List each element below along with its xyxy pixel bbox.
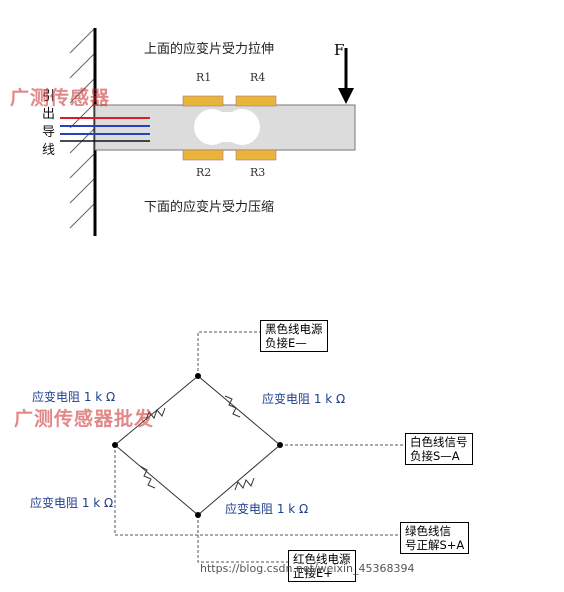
resistor-label-top-right: 应变电阻 1 k Ω	[262, 392, 346, 406]
lead-char-1: 引	[42, 89, 56, 104]
white-wire-line1: 白色线信号	[410, 435, 468, 449]
tension-label: 上面的应变片受力拉伸	[144, 42, 275, 57]
wiring	[114, 331, 405, 563]
green-wire-line2: 号正解S+A	[405, 538, 465, 552]
compression-label: 下面的应变片受力压缩	[144, 200, 275, 215]
wheatstone-bridge-diagram	[112, 331, 405, 563]
node-right	[277, 442, 283, 448]
watermark-bottom: 广测传感器批发	[14, 408, 155, 430]
wall-hatching	[69, 27, 96, 229]
strain-gauge-r2	[182, 149, 224, 161]
black-wire-line1: 黑色线电源	[265, 322, 323, 336]
force-arrow-head	[338, 88, 354, 104]
red-wire-line1: 红色线电源	[293, 552, 351, 566]
resistor-label-bottom-left: 应变电阻 1 k Ω	[30, 496, 114, 510]
strain-gauge-r4	[235, 95, 277, 107]
green-wire-box: 绿色线信 号正解S+A	[400, 522, 470, 554]
lead-char-2: 出	[42, 107, 56, 122]
strain-gauge-r3	[235, 149, 277, 161]
resistor-zigzag-tl	[145, 407, 166, 421]
resistor-label-r3: R3	[250, 166, 266, 179]
cantilever-beam-diagram	[60, 27, 356, 236]
black-wire-line2: 负接E—	[265, 336, 307, 350]
resistor-zigzag-bl	[139, 465, 156, 489]
resistor-label-bottom-right: 应变电阻 1 k Ω	[225, 502, 309, 516]
black-wire-box: 黑色线电源 负接E—	[260, 320, 328, 352]
red-wire-line2: 正接E+	[293, 566, 333, 580]
lead-char-3: 导	[42, 125, 56, 140]
node-bottom	[195, 512, 201, 518]
white-wire-box: 白色线信号 负接S—A	[405, 433, 473, 465]
lead-wire-label: 引 出 导 线	[42, 88, 55, 160]
resistor-label-r4: R4	[250, 71, 266, 84]
node-left	[112, 442, 118, 448]
resistor-zigzag-br	[234, 477, 255, 491]
bridge-panel: 黑色线电源 负接E— 白色线信号 负接S—A 绿色线信 号正解S+A 红色线电源…	[14, 300, 560, 588]
resistor-label-r2: R2	[196, 166, 212, 179]
resistor-label-top-left: 应变电阻 1 k Ω	[32, 390, 116, 404]
bridge	[114, 375, 281, 516]
strain-gauge-r1	[182, 95, 224, 107]
lead-char-4: 线	[42, 143, 56, 158]
top-panel: 上面的应变片受力拉伸 下面的应变片受力压缩 F R1 R4 R2 R3 引 出 …	[10, 8, 370, 238]
resistor-label-r1: R1	[196, 71, 212, 84]
footer-url: https://blog.csdn.net/weixin_45368394	[200, 562, 415, 575]
red-wire-box: 红色线电源 正接E+	[288, 550, 356, 582]
force-label: F	[334, 41, 345, 59]
resistor-zigzag-tr	[224, 395, 241, 418]
green-wire-line1: 绿色线信	[405, 524, 451, 538]
white-wire-line2: 负接S—A	[410, 449, 460, 463]
watermark-top: 广测传感器	[10, 87, 111, 109]
node-top	[195, 373, 201, 379]
